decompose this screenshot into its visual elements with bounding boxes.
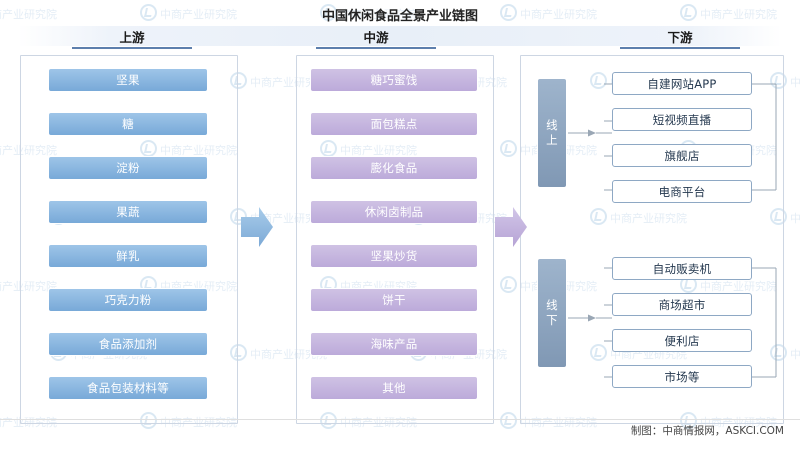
watermark-text: 中商产业研究院: [790, 348, 800, 361]
midstream-node-7-label: 海味产品: [370, 337, 418, 351]
downstream-group-label-2-char-2: 下: [546, 313, 558, 327]
watermark-text: 中商产业研究院: [790, 76, 800, 89]
downstream-node-g1-2[interactable]: 短视频直播: [612, 108, 752, 131]
upstream-node-2-label: 糖: [122, 117, 134, 131]
downstream-node-g1-4[interactable]: 电商平台: [612, 180, 752, 203]
downstream-node-g2-2[interactable]: 商场超市: [612, 293, 752, 316]
upstream-node-8-label: 食品包装材料等: [87, 381, 169, 395]
footer-credit: 制图：中商情报网，ASKCI.COM: [630, 425, 784, 437]
downstream-node-g2-4-label: 市场等: [664, 369, 700, 384]
midstream-node-5[interactable]: 坚果炒货: [310, 244, 478, 268]
midstream-frame: [296, 55, 494, 424]
midstream-node-4-label: 休闲卤制品: [364, 205, 424, 219]
band-label-upstream-text: 上游: [72, 27, 192, 49]
upstream-node-5-label: 鲜乳: [116, 249, 140, 263]
downstream-frame: [520, 55, 784, 424]
downstream-node-g1-1[interactable]: 自建网站APP: [612, 72, 752, 95]
watermark-text: 中商产业研究院: [790, 212, 800, 225]
upstream-frame: [20, 55, 238, 424]
downstream-node-g2-2-label: 商场超市: [658, 297, 706, 312]
midstream-node-8[interactable]: 其他: [310, 376, 478, 400]
downstream-node-g2-1[interactable]: 自动贩卖机: [612, 257, 752, 280]
upstream-node-6-label: 巧克力粉: [104, 293, 152, 307]
downstream-node-g1-1-label: 自建网站APP: [647, 76, 717, 91]
upstream-node-6[interactable]: 巧克力粉: [48, 288, 208, 312]
downstream-node-g1-2-label: 短视频直播: [652, 112, 712, 127]
midstream-node-6[interactable]: 饼干: [310, 288, 478, 312]
arrow-midstream-to-downstream: [495, 207, 527, 247]
upstream-node-4-label: 果蔬: [116, 205, 140, 219]
downstream-group-label-1-char-1: 线: [546, 118, 558, 132]
upstream-node-4[interactable]: 果蔬: [48, 200, 208, 224]
band-label-midstream: 中游: [316, 27, 436, 49]
upstream-node-2[interactable]: 糖: [48, 112, 208, 136]
midstream-node-7[interactable]: 海味产品: [310, 332, 478, 356]
midstream-node-1-label: 糖巧蜜饯: [370, 73, 418, 87]
stage-band: [18, 26, 782, 46]
midstream-node-2-label: 面包糕点: [370, 117, 418, 131]
downstream-group-label-1[interactable]: 线上: [537, 78, 567, 188]
upstream-node-8[interactable]: 食品包装材料等: [48, 376, 208, 400]
upstream-node-5[interactable]: 鲜乳: [48, 244, 208, 268]
downstream-node-g2-4[interactable]: 市场等: [612, 365, 752, 388]
upstream-node-7[interactable]: 食品添加剂: [48, 332, 208, 356]
downstream-group-label-2-char-1: 线: [546, 298, 558, 312]
band-label-downstream: 下游: [620, 27, 740, 49]
downstream-node-g1-3[interactable]: 旗舰店: [612, 144, 752, 167]
page-title: 中国休闲食品全景产业链图: [321, 9, 478, 24]
check-circle-logo-icon: [500, 140, 517, 157]
upstream-node-3[interactable]: 淀粉: [48, 156, 208, 180]
midstream-node-6-label: 饼干: [382, 293, 406, 307]
downstream-group-label-2[interactable]: 线下: [537, 258, 567, 368]
check-circle-logo-icon: [500, 276, 517, 293]
midstream-node-5-label: 坚果炒货: [370, 249, 418, 263]
footer-divider: [0, 419, 800, 420]
upstream-node-1-label: 坚果: [116, 73, 140, 87]
band-label-midstream-text: 中游: [316, 27, 436, 49]
downstream-node-g2-3[interactable]: 便利店: [612, 329, 752, 352]
downstream-node-g2-1-label: 自动贩卖机: [652, 261, 712, 276]
upstream-node-1[interactable]: 坚果: [48, 68, 208, 92]
midstream-node-1[interactable]: 糖巧蜜饯: [310, 68, 478, 92]
midstream-node-3[interactable]: 膨化食品: [310, 156, 478, 180]
band-label-upstream: 上游: [72, 27, 192, 49]
downstream-group-label-1-char-2: 上: [546, 133, 558, 147]
midstream-node-8-label: 其他: [382, 381, 406, 395]
check-circle-logo-icon: [500, 412, 517, 429]
arrow-upstream-to-midstream: [241, 207, 273, 247]
downstream-node-g1-4-label: 电商平台: [658, 184, 706, 199]
band-label-downstream-text: 下游: [620, 27, 740, 49]
midstream-node-4[interactable]: 休闲卤制品: [310, 200, 478, 224]
downstream-node-g1-3-label: 旗舰店: [664, 148, 700, 163]
downstream-node-g2-3-label: 便利店: [664, 333, 700, 348]
upstream-node-7-label: 食品添加剂: [98, 337, 158, 351]
midstream-node-3-label: 膨化食品: [370, 161, 418, 175]
midstream-node-2[interactable]: 面包糕点: [310, 112, 478, 136]
upstream-node-3-label: 淀粉: [116, 161, 140, 175]
